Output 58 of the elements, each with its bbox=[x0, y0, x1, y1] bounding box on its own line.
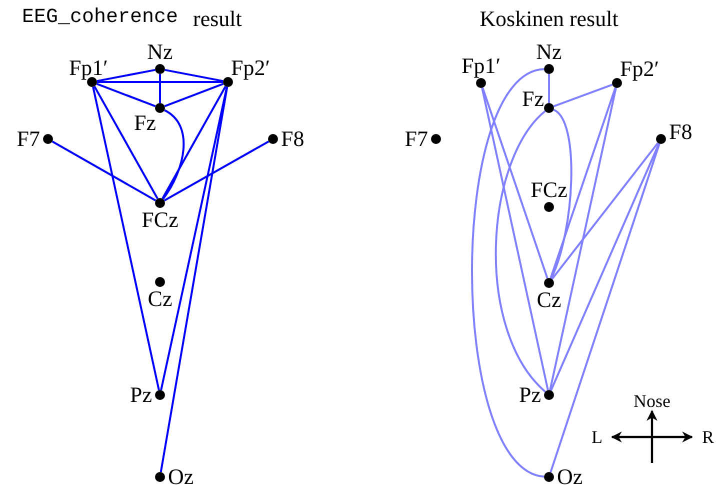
electrode-label: Cz bbox=[148, 288, 172, 310]
electrode-label: Fz bbox=[522, 88, 544, 110]
electrode-node bbox=[612, 58, 660, 88]
electrode-node bbox=[223, 57, 270, 87]
electrode-label: Oz bbox=[557, 466, 583, 485]
connection-line bbox=[96, 68, 156, 82]
electrode-node bbox=[544, 466, 583, 485]
electrode-label: Fp1′ bbox=[68, 57, 108, 79]
electrode-label: Nz bbox=[147, 41, 173, 63]
connection-line bbox=[494, 110, 546, 392]
electrode-label: Fz bbox=[134, 112, 156, 134]
connection-line bbox=[481, 88, 549, 390]
connection-line bbox=[52, 140, 156, 202]
connection-line bbox=[550, 143, 660, 473]
electrode-label: Pz bbox=[130, 384, 152, 406]
connection-line bbox=[94, 86, 158, 200]
electrode-label: Oz bbox=[168, 466, 194, 485]
electrode-label: F7 bbox=[16, 128, 40, 150]
panel-title: result bbox=[193, 8, 242, 30]
connection-line bbox=[550, 109, 572, 279]
connection-line bbox=[164, 82, 224, 108]
electrode-label: FCz bbox=[530, 179, 568, 201]
electrode-node bbox=[656, 121, 692, 144]
connection-line bbox=[553, 84, 613, 108]
electrode-label: Nz bbox=[536, 41, 562, 63]
connection-line bbox=[550, 87, 616, 279]
electrode-label: Fp2′ bbox=[620, 58, 660, 80]
connection-line bbox=[164, 68, 224, 82]
electrode-label: F8 bbox=[281, 128, 304, 150]
connection-line bbox=[550, 143, 660, 391]
connection-line bbox=[551, 142, 659, 280]
connection-line bbox=[159, 74, 161, 103]
connection-line bbox=[548, 74, 550, 103]
connection-line bbox=[549, 88, 617, 390]
direction-label: L bbox=[592, 428, 602, 446]
connection-line bbox=[160, 86, 228, 472]
direction-label: Nose bbox=[634, 392, 670, 410]
electrode-label: F8 bbox=[669, 121, 692, 143]
connection-line bbox=[162, 86, 226, 200]
panel-title: Koskinen result bbox=[480, 8, 618, 30]
direction-label: R bbox=[702, 428, 714, 446]
electrode-node bbox=[155, 466, 194, 485]
connection-line bbox=[162, 109, 185, 200]
connection-line bbox=[92, 86, 160, 390]
connection-line bbox=[471, 68, 544, 478]
electrode-label: F7 bbox=[404, 128, 428, 150]
electrode-label: Fp2′ bbox=[231, 57, 270, 79]
connection-line bbox=[97, 81, 223, 83]
panel-title: EEG_coherence bbox=[22, 8, 178, 28]
electrode-label: Cz bbox=[536, 289, 562, 311]
connection-line bbox=[164, 140, 270, 202]
electrode-label: Fp1′ bbox=[461, 55, 501, 77]
connection-line bbox=[160, 86, 228, 390]
connection-line bbox=[482, 87, 548, 279]
connection-line bbox=[96, 82, 156, 108]
electrode-label: FCz bbox=[142, 209, 178, 231]
electrode-node bbox=[530, 179, 568, 212]
electrode-label: Pz bbox=[519, 384, 541, 406]
